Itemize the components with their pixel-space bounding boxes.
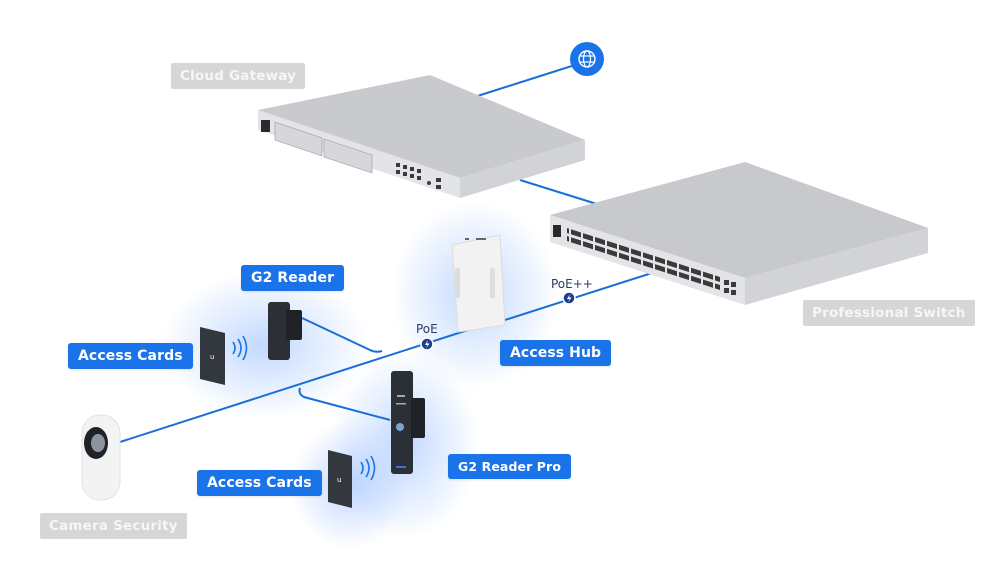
poe-plus-badge [562,291,576,305]
g2-reader-label: G2 Reader [241,265,345,291]
svg-text:u: u [337,476,341,484]
globe-icon [578,50,596,68]
cloud-gateway-device [258,75,585,198]
wire-branch-g2-reader [301,317,383,353]
access-hub-label: Access Hub [500,340,612,366]
g2-reader-pro-label: G2 Reader Pro [448,454,572,479]
g2-reader-pro-device [391,371,425,474]
wire-switch-hub [504,271,656,321]
wire-gateway-switch [519,179,601,206]
access-hub-device [451,234,506,333]
access-cards-label-1: Access Cards [68,343,193,369]
internet-globe [570,42,604,76]
wire-branch-g2-reader-pro [298,387,391,421]
cloud-gateway-label: Cloud Gateway [171,63,306,89]
camera-security-label: Camera Security [40,513,187,539]
professional-switch-device [550,162,928,305]
poe-plus-label: PoE++ [551,277,593,291]
camera-device [81,414,121,501]
g2-reader-device [268,302,302,360]
access-card-2: u [328,450,376,508]
wire-hub-camera [119,329,469,443]
poe-badge [420,337,434,351]
access-card-1: u [200,327,248,385]
access-cards-label-2: Access Cards [197,470,322,496]
professional-switch-label: Professional Switch [803,300,975,326]
poe-label: PoE [416,322,438,336]
svg-text:u: u [210,353,214,361]
wire-internet-gateway [464,63,579,101]
